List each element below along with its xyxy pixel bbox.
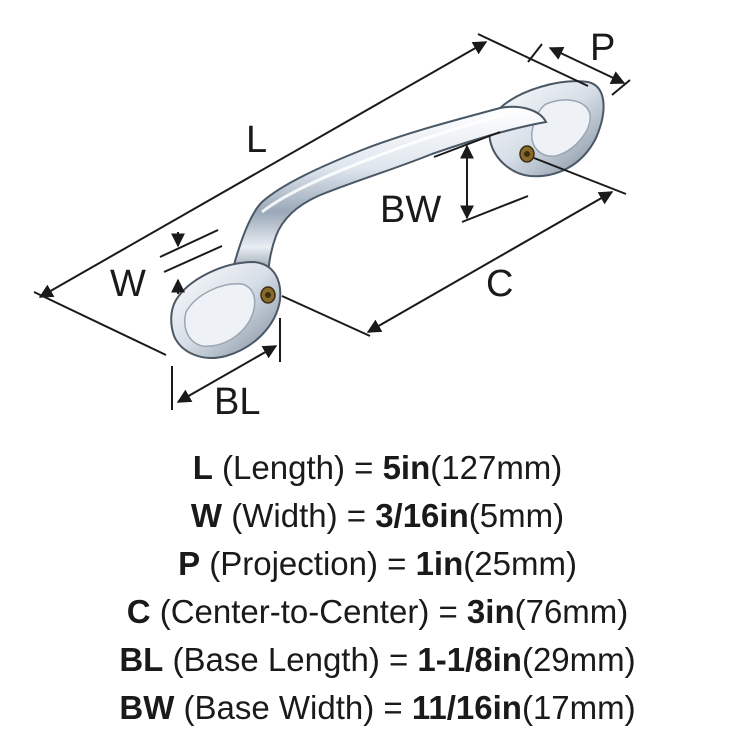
spec-center-to-center: C (Center-to-Center) = 3in(76mm)	[0, 588, 755, 636]
spec-value-metric: (17mm)	[521, 689, 636, 726]
label-C: C	[486, 263, 513, 305]
spec-value-metric: (25mm)	[463, 545, 577, 582]
spec-value-imperial: 1in	[415, 545, 464, 582]
spec-value-imperial: 3in	[466, 593, 515, 630]
specification-list: L (Length) = 5in(127mm) W (Width) = 3/16…	[0, 444, 755, 732]
spec-value-metric: (5mm)	[468, 497, 565, 534]
label-W: W	[110, 263, 146, 305]
spec-value-imperial: 1-1/8in	[417, 641, 522, 678]
label-BL: BL	[214, 381, 260, 423]
spec-value-metric: (29mm)	[521, 641, 636, 678]
left-base	[170, 260, 282, 359]
spec-base-length: BL (Base Length) = 1-1/8in(29mm)	[0, 636, 755, 684]
spec-symbol: BW	[119, 689, 175, 726]
dimension-line-projection	[548, 47, 626, 84]
label-BW: BW	[380, 189, 441, 231]
label-L: L	[246, 119, 267, 161]
dimension-lines	[33, 33, 631, 410]
dimension-line-length	[38, 41, 488, 298]
spec-label: (Base Length) =	[163, 641, 418, 678]
spec-symbol: P	[178, 545, 201, 582]
spec-label: (Center-to-Center) =	[150, 593, 467, 630]
dimension-line-base-length	[176, 345, 278, 403]
spec-value-imperial: 11/16in	[411, 689, 522, 726]
spec-value-metric: (76mm)	[514, 593, 629, 630]
spec-value-imperial: 5in	[382, 449, 431, 486]
spec-label: (Width) =	[222, 497, 376, 534]
spec-symbol: C	[126, 593, 151, 630]
dimension-labels: L P BW W C BL	[110, 27, 615, 423]
label-P: P	[590, 27, 615, 69]
spec-value-imperial: 3/16in	[375, 497, 469, 534]
spec-width: W (Width) = 3/16in(5mm)	[0, 492, 755, 540]
spec-label: (Base Width) =	[174, 689, 412, 726]
spec-label: (Projection) =	[200, 545, 416, 582]
spec-length: L (Length) = 5in(127mm)	[0, 444, 755, 492]
dimension-line-center-to-center	[366, 191, 614, 333]
spec-symbol: W	[190, 497, 223, 534]
spec-projection: P (Projection) = 1in(25mm)	[0, 540, 755, 588]
spec-value-metric: (127mm)	[430, 449, 563, 486]
spec-symbol: BL	[119, 641, 164, 678]
spec-label: (Length) =	[212, 449, 383, 486]
spec-symbol: L	[192, 449, 213, 486]
spec-base-width: BW (Base Width) = 11/16in(17mm)	[0, 684, 755, 732]
